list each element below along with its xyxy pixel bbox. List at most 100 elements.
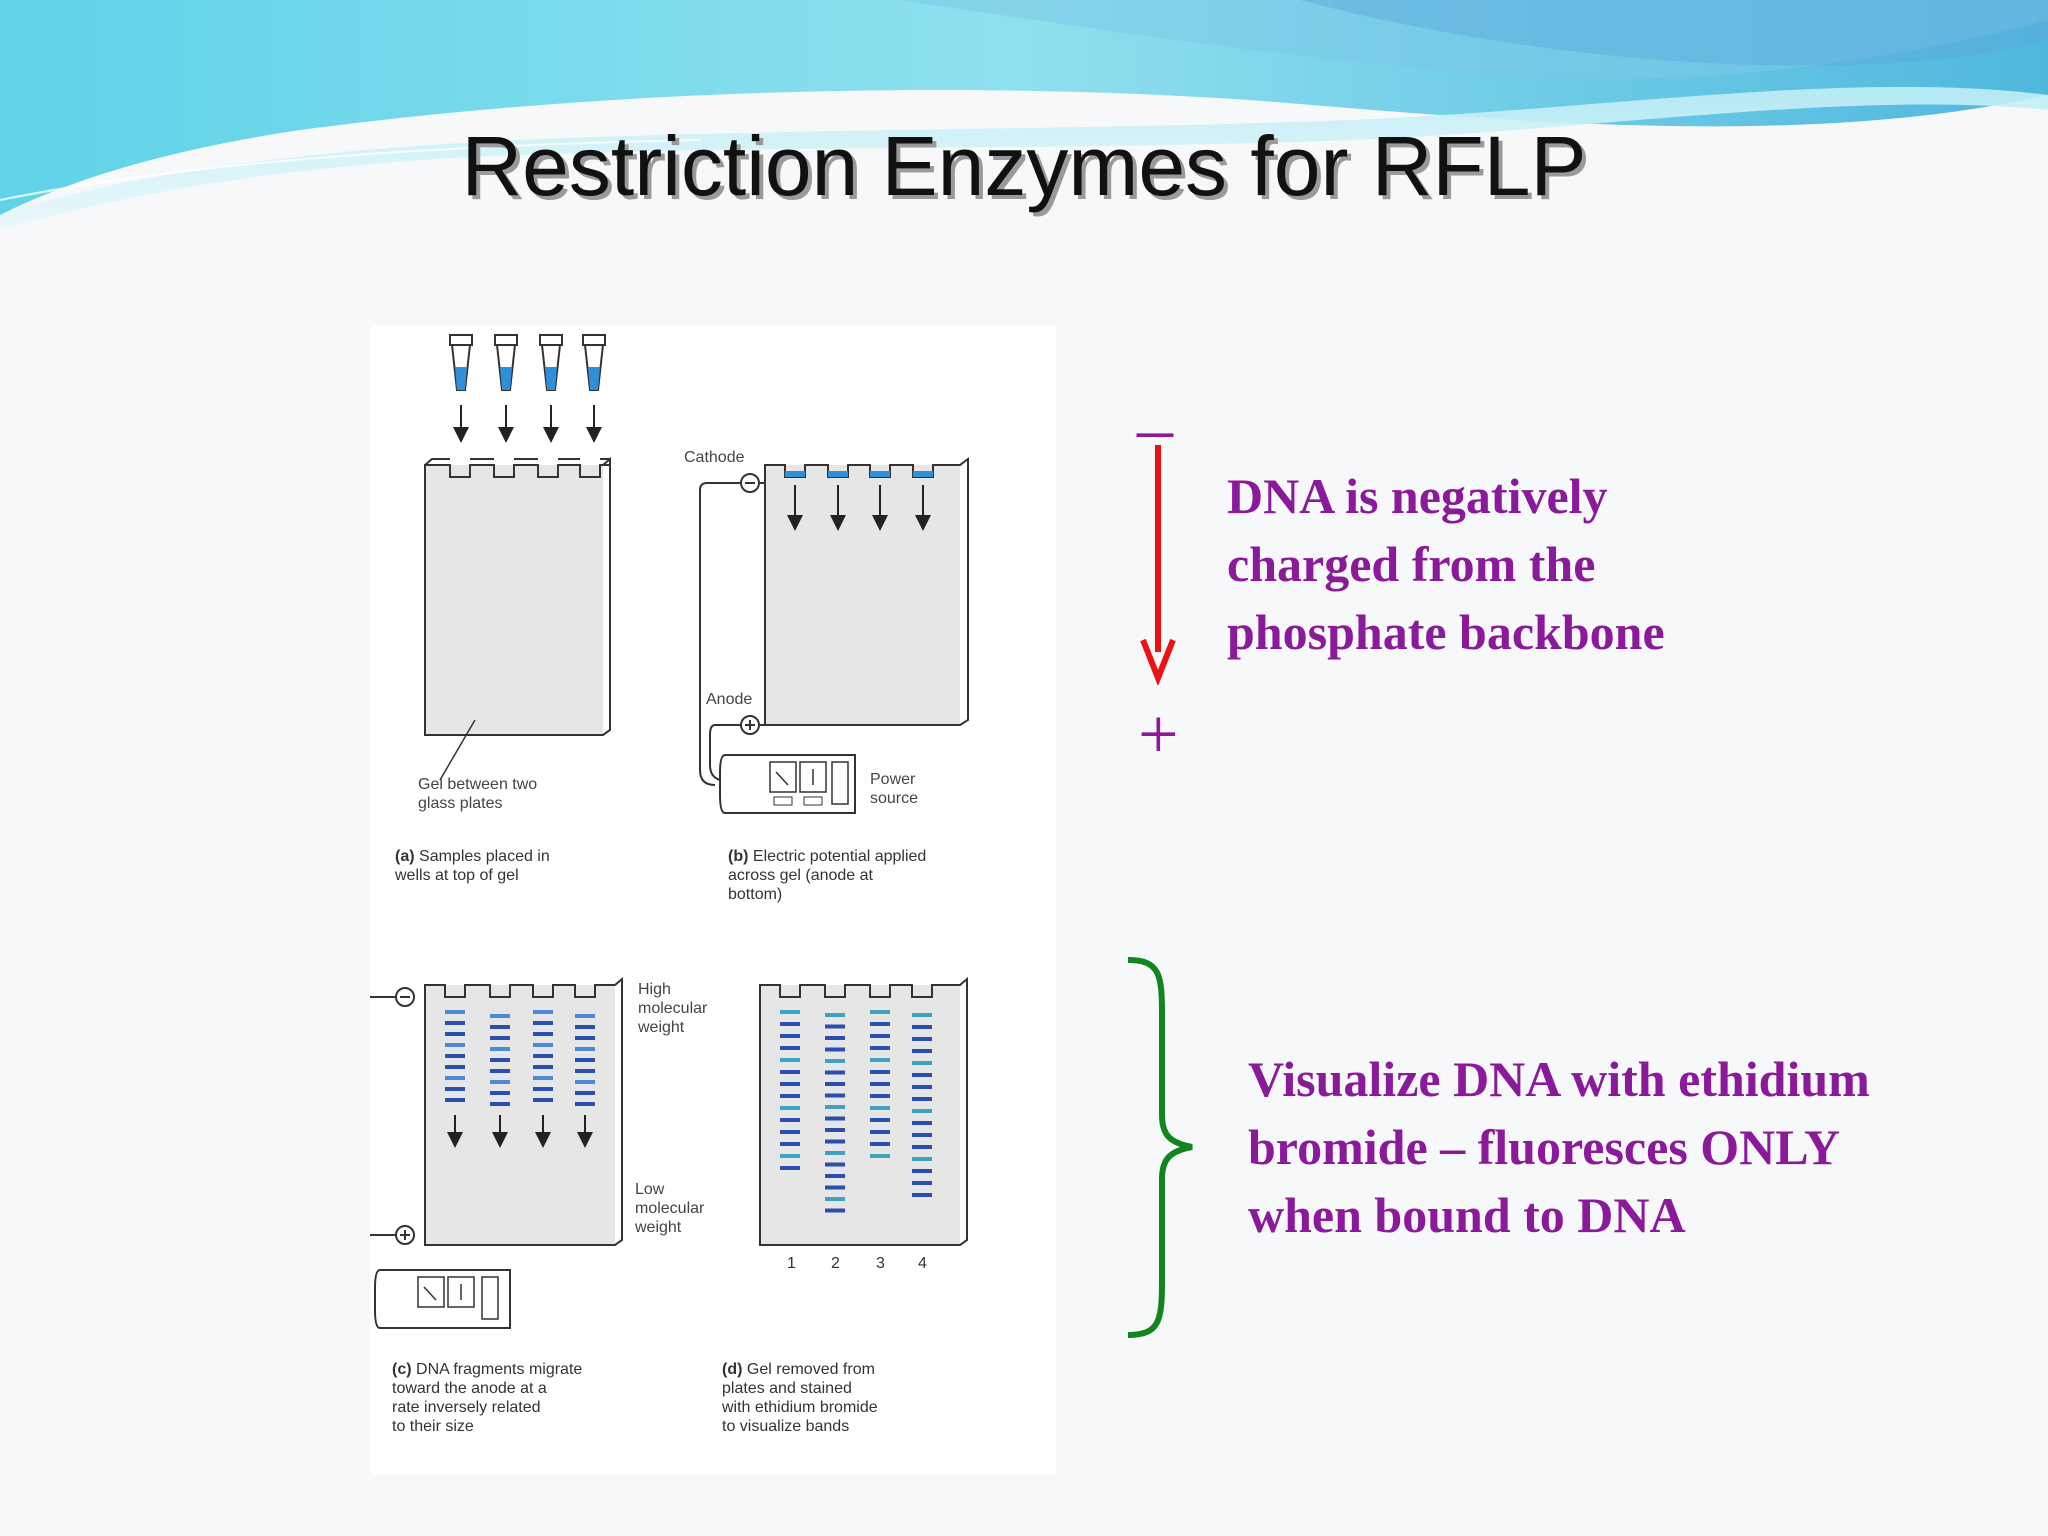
dna-band <box>912 1025 932 1029</box>
lane-label-3: 3 <box>876 1255 885 1272</box>
power-source-c-icon <box>374 1269 511 1329</box>
dna-band <box>870 1154 890 1158</box>
dna-band <box>870 1058 890 1062</box>
plus-sign: + <box>1138 694 1179 774</box>
dna-band <box>490 1091 510 1095</box>
dna-band <box>575 1036 595 1040</box>
dna-band <box>825 1024 845 1029</box>
dna-band <box>825 1047 845 1052</box>
dna-band <box>575 1058 595 1062</box>
dna-band <box>575 1014 595 1018</box>
dna-band <box>445 1054 465 1058</box>
dna-band <box>825 1151 845 1155</box>
dna-band <box>870 1142 890 1146</box>
dna-band <box>912 1109 932 1113</box>
dna-band <box>490 1047 510 1051</box>
caption-a-text: Samples placed in wells at top of gel <box>395 848 550 884</box>
dna-band <box>533 1076 553 1080</box>
dna-band <box>445 1010 465 1014</box>
slide-title: Restriction Enzymes for RFLP <box>461 119 1587 213</box>
dna-band <box>870 1082 890 1086</box>
dna-band <box>912 1061 932 1065</box>
dna-band <box>445 1032 465 1036</box>
dna-band <box>912 1169 932 1173</box>
dna-band <box>780 1106 800 1110</box>
caption-c: (c) DNA fragments migrate toward the ano… <box>392 1360 582 1436</box>
dna-band <box>533 1043 553 1047</box>
dna-band <box>912 1181 932 1185</box>
dna-band <box>825 1185 845 1190</box>
dna-band <box>533 1021 553 1025</box>
dna-band <box>912 1145 932 1149</box>
caption-a: (a) Samples placed in wells at top of ge… <box>395 847 550 885</box>
dna-band <box>780 1154 800 1158</box>
caption-b: (b) Electric potential applied across ge… <box>728 847 926 904</box>
dna-band <box>825 1082 845 1086</box>
gel-plate-b <box>764 457 969 726</box>
dna-band <box>912 1049 932 1053</box>
dna-band <box>780 1094 800 1098</box>
dna-band <box>445 1076 465 1080</box>
dna-band <box>780 1022 800 1026</box>
dna-band <box>870 1094 890 1098</box>
caption-d: (d) Gel removed from plates and stained … <box>722 1360 878 1436</box>
dna-band <box>825 1208 845 1213</box>
dna-band <box>533 1032 553 1036</box>
dna-band <box>870 1118 890 1122</box>
dna-band <box>780 1034 800 1038</box>
power-source-icon <box>719 754 856 814</box>
dna-band <box>575 1102 595 1106</box>
dna-band <box>780 1166 800 1170</box>
dna-band <box>825 1128 845 1132</box>
dna-band <box>825 1013 845 1017</box>
dna-band <box>575 1080 595 1084</box>
cathode-electrode-icon <box>699 473 765 786</box>
dna-band <box>445 1087 465 1091</box>
dna-band <box>445 1065 465 1069</box>
dna-band <box>533 1010 553 1014</box>
dna-band <box>575 1025 595 1029</box>
dna-charge-note: DNA is negatively charged from the phosp… <box>1227 468 1665 660</box>
gel-diagram-svg <box>370 334 969 1329</box>
anode-electrode-icon <box>709 715 765 781</box>
dna-band <box>912 1193 932 1197</box>
caption-d-letter: (d) <box>722 1361 743 1378</box>
dna-band <box>780 1142 800 1146</box>
lane-label-1: 1 <box>787 1255 796 1272</box>
dna-band <box>490 1014 510 1018</box>
dna-band <box>870 1070 890 1074</box>
low-molecular-weight-label: Low molecular weight <box>635 1181 705 1236</box>
dna-band <box>490 1102 510 1106</box>
dna-band <box>870 1046 890 1050</box>
dna-band <box>870 1130 890 1134</box>
caption-b-letter: (b) <box>728 848 749 865</box>
dna-band <box>533 1087 553 1091</box>
dna-band <box>870 1022 890 1026</box>
gel-electrophoresis-figure: Cathode Anode Gel between two glass plat… <box>370 325 1056 1475</box>
dna-band <box>575 1069 595 1073</box>
gel-plates-label: Gel between two glass plates <box>418 776 538 812</box>
header-wave-decoration <box>0 0 2048 230</box>
caption-d-text: Gel removed from plates and stained with… <box>722 1361 878 1435</box>
dna-band <box>912 1037 932 1041</box>
ethidium-bromide-note: Visualize DNA with ethidium bromide – fl… <box>1248 1051 1870 1243</box>
dna-band <box>912 1073 932 1077</box>
dna-band <box>912 1097 932 1101</box>
dna-band <box>575 1047 595 1051</box>
lane-label-4: 4 <box>918 1255 927 1272</box>
dna-band <box>825 1116 845 1121</box>
dna-band <box>780 1046 800 1050</box>
dna-band <box>870 1034 890 1038</box>
dna-band <box>780 1070 800 1074</box>
dna-band <box>490 1080 510 1084</box>
dna-band <box>912 1013 932 1017</box>
dna-band <box>490 1058 510 1062</box>
dna-band <box>780 1010 800 1014</box>
lane-label-2: 2 <box>831 1255 840 1272</box>
caption-c-letter: (c) <box>392 1361 412 1378</box>
high-molecular-weight-label: High molecular weight <box>638 981 708 1036</box>
dna-band <box>825 1139 845 1144</box>
dna-band <box>825 1093 845 1098</box>
anode-label: Anode <box>706 691 753 708</box>
